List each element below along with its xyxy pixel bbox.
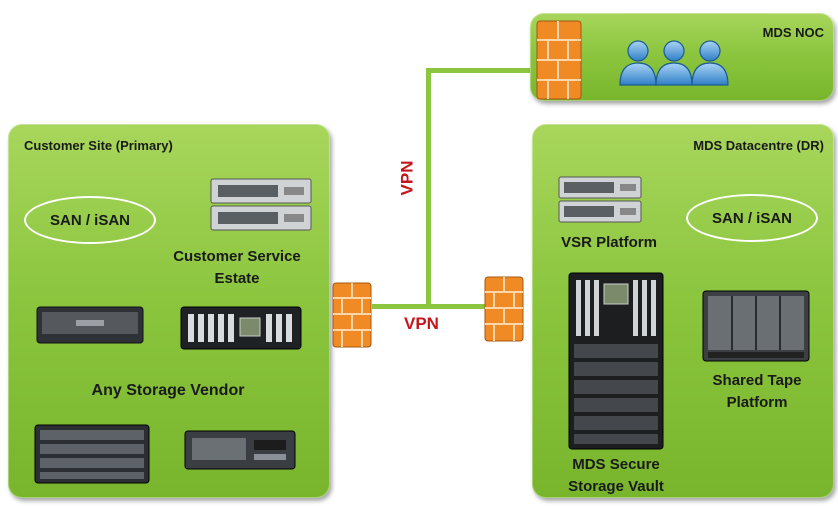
customer-service-estate-label: Customer Service Estate	[173, 248, 301, 287]
customer-san-label: SAN / iSAN	[24, 196, 156, 244]
tower-server-icon	[184, 430, 296, 475]
customer-site-title: Customer Site (Primary)	[24, 138, 173, 153]
rack-server-icon	[558, 176, 642, 229]
rack-server-icon	[36, 306, 144, 349]
any-storage-vendor-label: Any Storage Vendor	[91, 382, 245, 399]
users-icon	[618, 37, 730, 92]
storage-cabinet-icon	[568, 272, 664, 455]
shared-tape-platform-label: Shared Tape Platform	[712, 372, 802, 411]
datacentre-title: MDS Datacentre (DR)	[693, 138, 824, 153]
vpn-label-horizontal: VPN	[404, 314, 439, 333]
tape-library-icon	[702, 290, 810, 367]
mds-datacentre-panel: MDS Datacentre (DR) VSR Platform SAN / i…	[532, 124, 834, 498]
noc-title: MDS NOC	[762, 25, 824, 40]
storage-array-icon	[180, 306, 302, 355]
mds-secure-storage-vault-label: MDS Secure Storage Vault	[568, 456, 664, 495]
firewall-icon	[332, 282, 372, 353]
link-noc-horizontal	[428, 68, 538, 73]
vsr-platform-label: VSR Platform	[561, 234, 657, 251]
link-vpn-horizontal	[372, 304, 490, 309]
rack-server-icon	[210, 178, 312, 237]
firewall-icon	[536, 20, 582, 105]
tower-server-icon	[34, 424, 150, 489]
customer-site-panel: Customer Site (Primary) SAN / iSAN Custo…	[8, 124, 330, 498]
datacentre-san-label: SAN / iSAN	[686, 194, 818, 242]
link-vpn-vertical	[426, 68, 431, 308]
vpn-label-vertical: VPN	[397, 160, 417, 196]
firewall-icon	[484, 276, 524, 347]
